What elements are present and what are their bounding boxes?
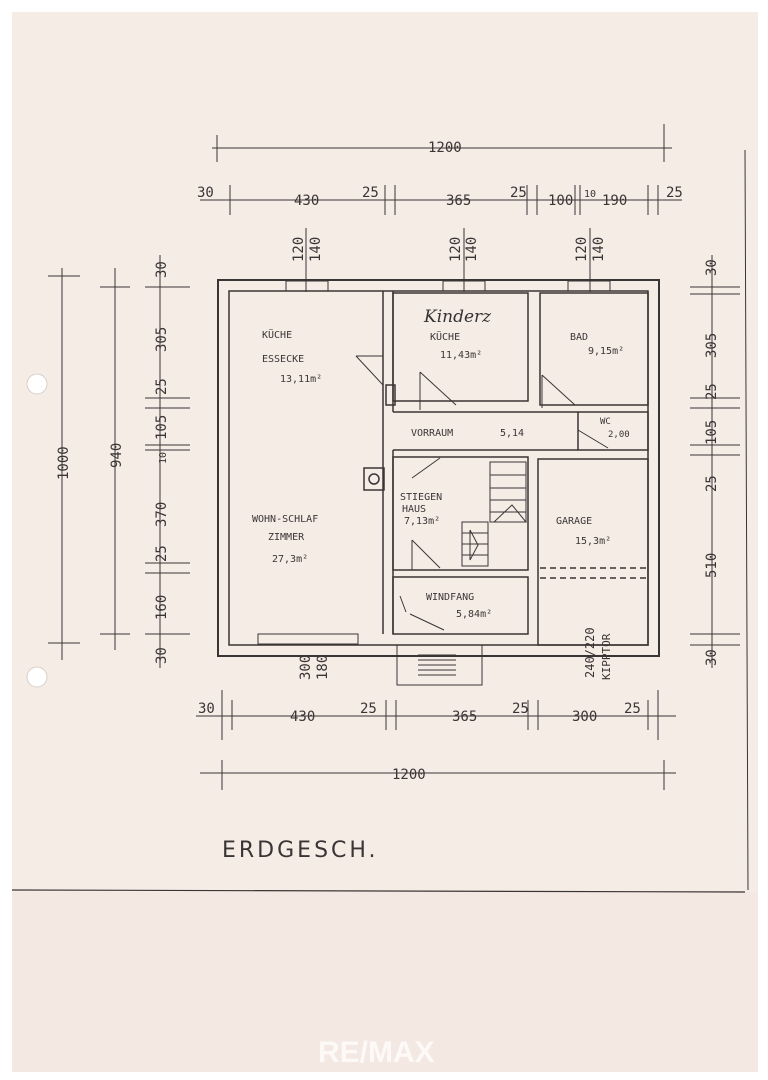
room-stiegenhaus-sub: HAUS: [402, 504, 426, 515]
top-dim-25c: 25: [666, 185, 683, 201]
left-total-940: 940: [109, 443, 125, 468]
top-dim-25b: 25: [510, 185, 527, 201]
bottom-dimension-chain: [196, 690, 676, 790]
left-dim-370: 370: [154, 502, 170, 527]
bottom-dim-365: 365: [452, 709, 477, 725]
left-dim-160: 160: [154, 595, 170, 620]
room-wc-area: 2,00: [608, 430, 630, 440]
left-dim-30a: 30: [154, 261, 170, 278]
top-dim-100: 100: [548, 193, 573, 209]
left-dim-25b: 25: [154, 545, 170, 562]
room-wohn-schlaf-sub: ZIMMER: [268, 532, 305, 543]
room-kueche-essecke-sub: ESSECKE: [262, 354, 304, 365]
right-dim-30a: 30: [704, 259, 720, 276]
room-windfang-area: 5,84m²: [456, 609, 492, 620]
room-stiegenhaus-area: 7,13m²: [404, 516, 440, 527]
room-stiegenhaus-name: STIEGEN: [400, 492, 442, 503]
right-dimension-chain: [690, 255, 740, 668]
room-wc-name: WC: [600, 417, 611, 427]
punch-hole: [26, 373, 48, 395]
top-dim-365: 365: [446, 193, 471, 209]
room-garage-area: 15,3m²: [575, 536, 611, 547]
svg-text:140: 140: [308, 237, 324, 262]
right-edge-line: [744, 149, 749, 891]
right-dim-25b: 25: [704, 475, 720, 492]
left-dim-305: 305: [154, 327, 170, 352]
top-dimension-chain: [200, 124, 682, 215]
svg-text:140: 140: [464, 237, 480, 262]
room-bad-area: 9,15m²: [588, 346, 624, 357]
door-swings: [355, 355, 609, 631]
entrance-steps: [396, 644, 483, 686]
left-dim-10: 10: [158, 452, 169, 464]
room-wohn-schlaf-area: 27,3m²: [272, 554, 308, 565]
room-kueche-area: 11,43m²: [440, 350, 482, 361]
staircase: [461, 461, 528, 567]
bottom-dim-430: 430: [290, 709, 315, 725]
room-bad-name: BAD: [570, 332, 588, 343]
bottom-dim-30: 30: [198, 701, 215, 717]
svg-text:120: 120: [574, 237, 590, 262]
remax-watermark: RE/MAX: [318, 1036, 435, 1069]
door-dim-300: 300: [298, 655, 314, 680]
room-wohn-schlaf-name: WOHN-SCHLAF: [252, 514, 318, 525]
left-total-1000: 1000: [56, 446, 72, 480]
room-kueche-essecke-area: 13,11m²: [280, 374, 322, 385]
right-dim-25a: 25: [704, 383, 720, 400]
svg-text:120: 120: [448, 237, 464, 262]
left-dim-25a: 25: [154, 378, 170, 395]
handwritten-note: Kinderz: [423, 307, 492, 327]
bottom-dim-25a: 25: [360, 701, 377, 717]
left-dim-30b: 30: [154, 647, 170, 664]
bottom-dim-300: 300: [572, 709, 597, 725]
bottom-dim-25c: 25: [624, 701, 641, 717]
right-dim-105: 105: [704, 420, 720, 445]
top-dim-10: 10: [584, 189, 596, 200]
room-garage-name: GARAGE: [556, 516, 592, 527]
right-dim-30b: 30: [704, 649, 720, 666]
room-labels: KÜCHE ESSECKE 13,11m² KÜCHE 11,43m² BAD …: [252, 328, 630, 620]
garage-door-dimension: 240/220: [583, 627, 597, 678]
room-vorraum-area: 5,14: [500, 428, 524, 439]
room-kueche-essecke-name: KÜCHE: [262, 328, 292, 341]
interior-walls: [363, 291, 649, 646]
windows: [257, 280, 611, 645]
right-dim-510: 510: [704, 553, 720, 578]
top-total-dimension: 1200: [428, 140, 462, 156]
room-kueche-name: KÜCHE: [430, 330, 460, 343]
plan-title: ERDGESCH.: [222, 838, 379, 863]
svg-text:140: 140: [591, 237, 607, 262]
top-dim-25a: 25: [362, 185, 379, 201]
garage-door-type: KIPPTOR: [600, 633, 613, 680]
top-dim-190: 190: [602, 193, 627, 209]
top-dim-430: 430: [294, 193, 319, 209]
room-vorraum-name: VORRAUM: [411, 428, 453, 439]
separator-line: [11, 889, 746, 893]
left-dim-105: 105: [154, 415, 170, 440]
punch-hole: [26, 666, 48, 688]
top-dim-30: 30: [197, 185, 214, 201]
svg-text:120: 120: [291, 237, 307, 262]
window-dimension-labels: 120 140 120 140 120 140: [291, 228, 607, 292]
left-dimension-chain: [48, 255, 190, 668]
door-dim-180: 180: [315, 655, 331, 680]
room-windfang-name: WINDFANG: [426, 592, 474, 603]
bottom-dim-25b: 25: [512, 701, 529, 717]
bottom-total-dimension: 1200: [392, 767, 426, 783]
right-dim-305: 305: [704, 333, 720, 358]
paper-lower-section: [12, 892, 758, 1072]
